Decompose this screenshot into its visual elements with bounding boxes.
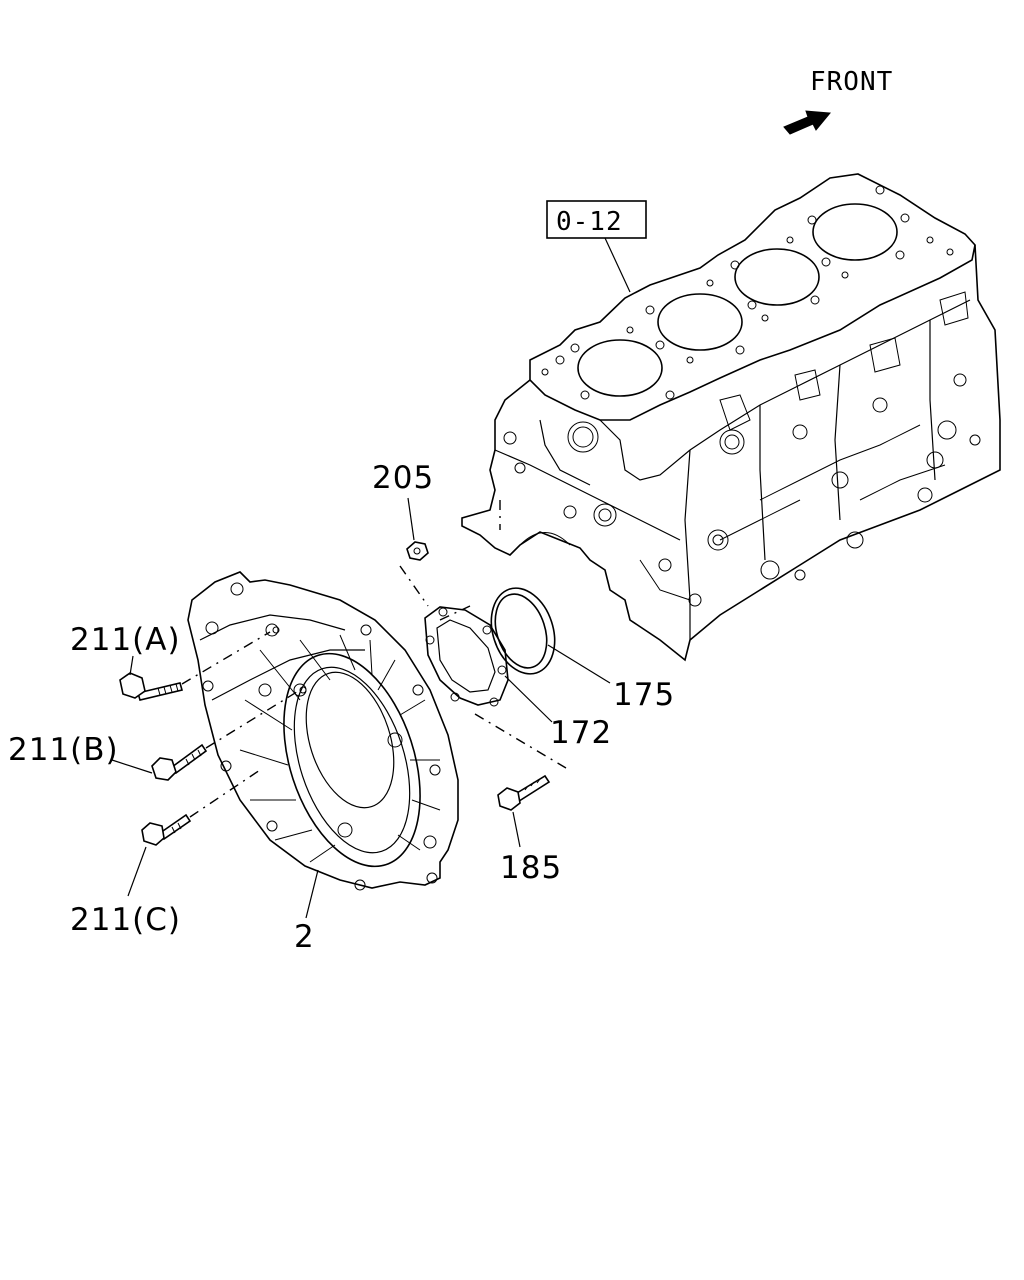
leader-175 (547, 644, 611, 684)
callout-205: 205 (372, 460, 434, 496)
reference-box: 0-12 (546, 200, 647, 239)
callout-2: 2 (294, 919, 315, 955)
leader-211a (129, 655, 134, 676)
callout-172: 172 (550, 715, 612, 751)
callout-185: 185 (500, 850, 562, 886)
leader-211b (111, 759, 153, 774)
callout-211a: 211(A) (70, 622, 181, 658)
bolt-211b (151, 743, 208, 781)
nut-centerline (399, 565, 429, 607)
bolt-185-centerline (474, 713, 567, 769)
callout-211c: 211(C) (70, 902, 181, 938)
bolt-211c (141, 813, 192, 846)
callout-211b: 211(B) (8, 732, 119, 768)
leader-172 (504, 675, 553, 723)
bolt-185 (497, 774, 551, 811)
reference-leader (604, 237, 631, 293)
leader-2 (305, 869, 319, 919)
bolt-211b-centerline (205, 689, 301, 749)
reference-box-label: 0-12 (556, 207, 623, 237)
callout-175: 175 (613, 677, 675, 713)
leader-205 (407, 497, 415, 541)
arrow-right-icon (783, 110, 831, 135)
oil-seal-retainer (424, 606, 509, 707)
bolt-211a-centerline (181, 631, 271, 685)
front-label: FRONT (810, 67, 893, 97)
bolt-211a (119, 672, 183, 701)
flywheel-housing (187, 571, 459, 891)
leader-211c (127, 846, 147, 897)
nut (406, 541, 429, 561)
cylinder-block (461, 173, 1001, 662)
leader-185 (512, 811, 521, 848)
retainer-centerline (439, 605, 471, 621)
